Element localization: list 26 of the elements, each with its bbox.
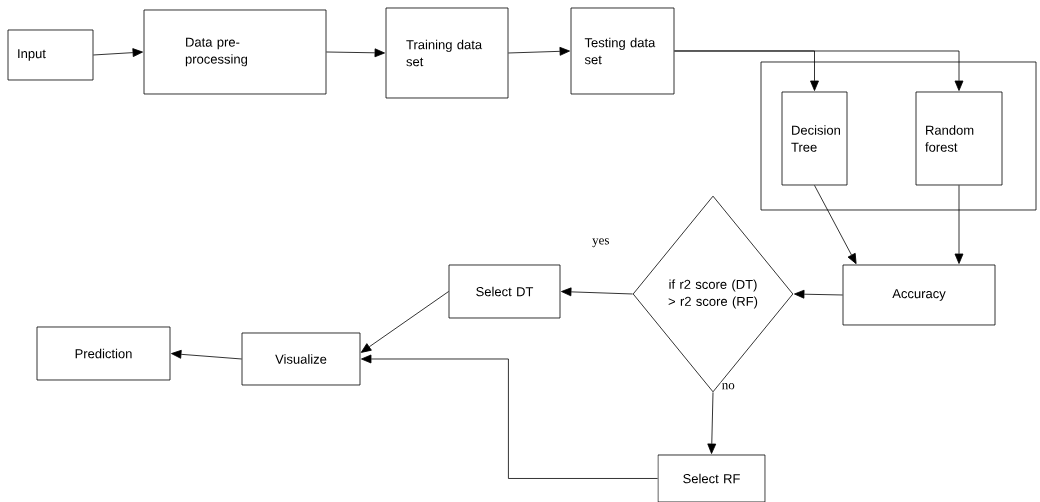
process-box: Testing data set: [570, 7, 675, 95]
process-box: Random forest: [915, 91, 1003, 186]
process-box: Accuracy: [842, 264, 996, 326]
arrow: [360, 291, 449, 353]
process-box: Input: [7, 29, 94, 81]
edge-label: yes: [591, 237, 611, 249]
arrow: [814, 185, 857, 265]
process-box: Select RF: [657, 454, 766, 502]
process-box: Prediction: [36, 326, 171, 381]
arrow: [561, 287, 633, 297]
process-box: Visualize: [241, 332, 361, 386]
arrow: [954, 185, 964, 264]
process-box: Select DT: [448, 264, 561, 319]
group-box: [760, 61, 1037, 211]
arrow: [707, 392, 717, 454]
arrow: [171, 349, 242, 360]
edge-label: no: [720, 382, 736, 391]
process-box: Data pre-processing: [143, 9, 327, 95]
arrow: [326, 48, 385, 58]
process-box: Training data set: [385, 7, 509, 99]
arrow: [794, 289, 843, 299]
arrow: [93, 48, 143, 57]
arrow: [674, 50, 964, 91]
arrow: [361, 354, 658, 479]
arrow: [508, 46, 570, 56]
process-box: Decision Tree: [781, 91, 848, 186]
